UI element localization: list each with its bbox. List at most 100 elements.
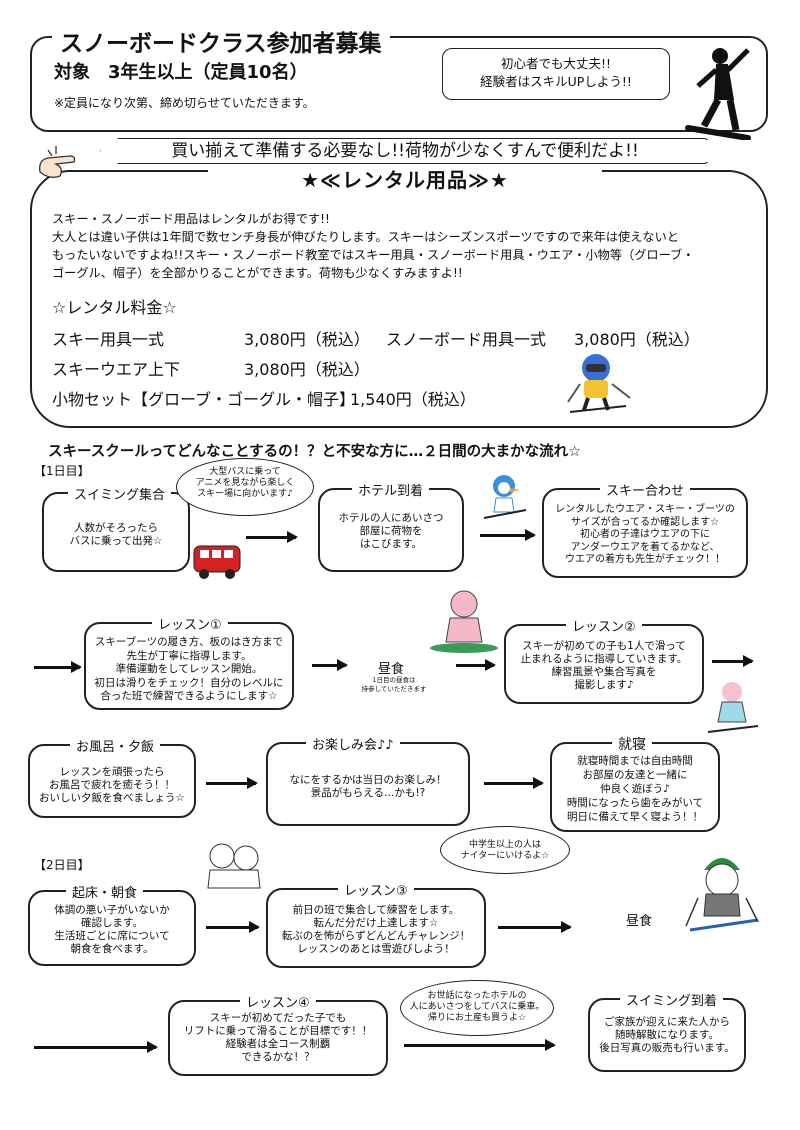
price-heading: ☆レンタル料金☆ [52, 298, 177, 317]
step-text-line: できるかな！？ [241, 1051, 315, 1063]
step-text-line: お世話になったホテルの [427, 991, 527, 1001]
day1-label: 【1日目】 [34, 464, 90, 478]
step-text-line: 止まれるように指導していきます。 [520, 653, 688, 665]
flow-arrow [312, 659, 348, 671]
step-text-line: 前日の班で集合して練習をします。 [292, 904, 460, 916]
step-lesson-3: レッスン③ 前日の班で集合して練習をします。転んだ分だけ上達します☆転ぶのを怖が… [266, 880, 486, 968]
encourage-bubble: 初心者でも大丈夫!! 経験者はスキルUPしよう!! [442, 48, 670, 100]
step-text-line: レンタルしたウエア・スキー・ブーツの [555, 504, 735, 515]
rental-line-3: もったいないですよね!!スキー・スノーボード教室ではスキー用具・スノーボード用具… [52, 248, 695, 262]
kid-skier-illustration [707, 682, 759, 733]
step-text-line: 景品がもらえる…かも!? [310, 787, 426, 799]
bus-illustration [193, 545, 241, 579]
step-title: レッスン① [152, 614, 228, 633]
step-text-line: 時間になったら歯をみがいて [566, 797, 704, 809]
step-text-line: なにをするかは当日のお楽しみ！ [289, 774, 447, 786]
flow-arrow [34, 661, 82, 673]
step-fun-party: お楽しみ会♪♪ なにをするかは当日のお楽しみ！景品がもらえる…かも!? [266, 734, 470, 826]
rental-line-1: スキー・スノーボード用品はレンタルがお得です!! [52, 212, 330, 226]
flow-arrow [404, 1039, 556, 1051]
step-text-line: スキーブーツの履き方、板のはき方まで [94, 636, 284, 648]
step-text-line: サイズが合ってるか確認します☆ [570, 516, 720, 528]
step-title: スキー合わせ [600, 480, 691, 499]
flow-arrow [34, 1041, 158, 1053]
step-text-line: 練習風景や集合写真を [551, 666, 657, 678]
step-text-line: 生活班ごとに席について [54, 930, 170, 942]
waking-kids-illustration [207, 843, 261, 889]
step-text-line: ご家族が迎えに来た人から [604, 1016, 730, 1028]
lunch-day1: 昼食 [378, 662, 405, 677]
step-text-line: レッスンを頑張ったら [59, 766, 165, 778]
step-text-line: ウエアの着方も先生がチェック！！ [565, 554, 725, 565]
step-text-line: お風呂で疲れを癒そう！！ [49, 779, 175, 791]
step-text-line: スキーが初めてだった子でも [209, 1012, 347, 1024]
step-text-line: ナイターにいけるよ☆ [460, 851, 550, 861]
ski-set-price: 3,080円（税込） [244, 330, 370, 349]
step-text-line: リフトに乗って滑ることが目標です！！ [183, 1025, 373, 1037]
step-title: 起床・朝食 [66, 882, 144, 901]
bird-skier-illustration [483, 475, 527, 519]
step-text-line: アンダーウエアを着てるかなど、 [570, 541, 720, 553]
flow-arrow [206, 921, 260, 933]
skier-kid-illustration [567, 354, 631, 413]
step-text-line: 大型バスに乗って [209, 467, 281, 477]
wear-price: 3,080円（税込） [244, 360, 370, 379]
step-title: お風呂・夕飯 [70, 736, 161, 755]
step-text-line: 確認します。 [81, 917, 143, 929]
step-text-line: 合った班で練習できるようにします☆ [100, 690, 278, 702]
pointing-hand-icon [39, 146, 76, 178]
step-text-line: 初心者の子達はウエアの下に [580, 529, 710, 540]
step-title: ホテル到着 [352, 480, 430, 499]
rental-box [30, 170, 768, 428]
step-lesson-2: レッスン② スキーが初めての子も1人で滑って止まれるように指導していきます。練習… [504, 616, 704, 704]
step-text-line: 人数がそろったら [74, 522, 158, 534]
ski-set-label: スキー用具一式 [52, 330, 165, 349]
day2-label: 【2日目】 [34, 858, 90, 872]
step-lesson-1: レッスン① スキーブーツの履き方、板のはき方まで先生が丁寧に指導します。準備運動… [84, 614, 294, 710]
rental-line-2: 大人とは違い子供は1年間で数センチ身長が伸びたりします。スキーはシーズンスポーツ… [52, 230, 679, 244]
accessories-price: 1,540円（税込） [350, 390, 476, 409]
step-ski-fitting: スキー合わせ レンタルしたウエア・スキー・ブーツのサイズが合ってるか確認します☆… [542, 480, 748, 578]
target-text: 対象 3年生以上（定員10名） [54, 62, 308, 83]
lunch-day2: 昼食 [626, 914, 653, 929]
step-text-line: 撮影します♪ [574, 679, 634, 691]
step-title: レッスン④ [240, 992, 316, 1011]
step-swim-arrival: スイミング到着 ご家族が迎えに来た人から随時解散になります。後日写真の販売も行い… [588, 990, 746, 1072]
step-text-line: はこびます。 [360, 538, 422, 550]
flow-arrow [456, 659, 496, 671]
step-title: レッスン② [566, 616, 642, 635]
step-text-line: 明日に備えて早く寝よう！！ [567, 811, 703, 823]
step-bedtime: 就寝 就寝時間までは自由時間お部屋の友達と一緒に仲良く遊ぼう♪時間になったら歯を… [550, 734, 720, 832]
step-wake-breakfast: 起床・朝食 体調の悪い子がいないか確認します。生活班ごとに席について朝食を食べま… [28, 882, 196, 966]
step-bath-dinner: お風呂・夕飯 レッスンを頑張ったらお風呂で疲れを癒そう！！おいしい夕飯を食べまし… [28, 736, 196, 818]
snowboard-set-price: 3,080円（税込） [574, 330, 700, 349]
rental-banner: 買い揃えて準備する必要なし!!荷物が少なくすんで便利だよ!! [100, 138, 710, 164]
accessories-label: 小物セット【グローブ・ゴーグル・帽子】 [52, 390, 356, 409]
step-title: レッスン③ [338, 880, 414, 899]
step-text-line: 転ぶのを怖がらずどんどんチャレンジ！ [281, 930, 471, 942]
step-text-line: スキーが初めての子も1人で滑って [522, 640, 686, 652]
flow-arrow [206, 777, 258, 789]
rental-description: スキー・スノーボード用品はレンタルがお得です!! 大人とは違い子供は1年間で数セ… [52, 210, 694, 282]
page-title: スノーボードクラス参加者募集 [52, 24, 390, 58]
step-lesson-4: レッスン④ スキーが初めてだった子でもリフトに乗って滑ることが目標です！！経験者… [168, 992, 388, 1076]
step-text-line: ホテルの人にあいさつ [338, 512, 444, 524]
flow-arrow [480, 529, 536, 541]
step-title: 就寝 [612, 734, 652, 754]
bubble-line-1: 初心者でも大丈夫!! [500, 56, 612, 71]
green-hat-skier-illustration [685, 858, 759, 932]
step-text-line: バスに乗って出発☆ [69, 535, 163, 547]
flow-arrow [712, 655, 754, 667]
step-text-line: 先生が丁寧に指導します。 [126, 649, 252, 662]
wear-label: スキーウエア上下 [52, 360, 181, 379]
rental-heading: ★≪レンタル用品≫★ [208, 164, 602, 193]
night-ski-bubble: 中学生以上の人はナイターにいけるよ☆ [440, 826, 570, 874]
step-text-line: おいしい夕飯を食べましょう☆ [39, 792, 185, 804]
step-text-line: 就寝時間までは自由時間 [577, 755, 693, 767]
step-title: スイミング集合 [68, 484, 172, 503]
step-text-line: お部屋の友達と一緒に [582, 769, 688, 781]
rental-banner-text: 買い揃えて準備する必要なし!!荷物が少なくすんで便利だよ!! [171, 141, 639, 161]
schedule-heading: スキースクールってどんなことするの！？と不安な方に…２日間の大まかな流れ☆ [48, 444, 582, 460]
capacity-note: ※定員になり次第、締め切らせていただきます。 [54, 96, 315, 110]
bear-snowboarder-illustration [430, 590, 498, 653]
